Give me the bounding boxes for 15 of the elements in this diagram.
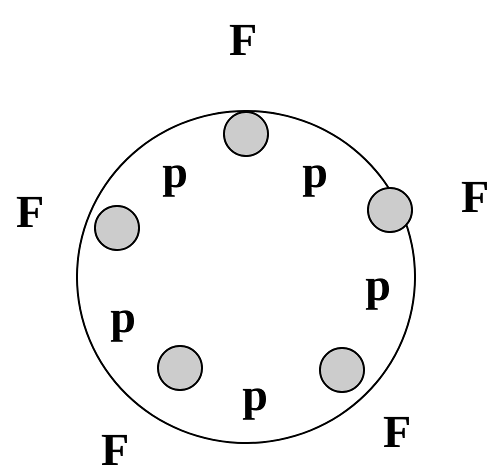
letter-label: p <box>110 294 136 340</box>
small-circle <box>223 111 269 157</box>
small-circle <box>367 187 413 233</box>
letter-label: F <box>228 17 258 63</box>
letter-label: F <box>382 409 412 455</box>
letter-label: p <box>302 149 328 195</box>
small-circle <box>157 345 203 391</box>
letter-label: p <box>365 262 391 308</box>
small-circle <box>94 205 140 251</box>
letter-label: F <box>16 189 44 235</box>
small-circle <box>319 347 365 393</box>
letter-label: p <box>242 372 268 418</box>
letter-label: F <box>100 427 130 473</box>
letter-label: F <box>460 174 490 220</box>
letter-label: p <box>162 149 188 195</box>
